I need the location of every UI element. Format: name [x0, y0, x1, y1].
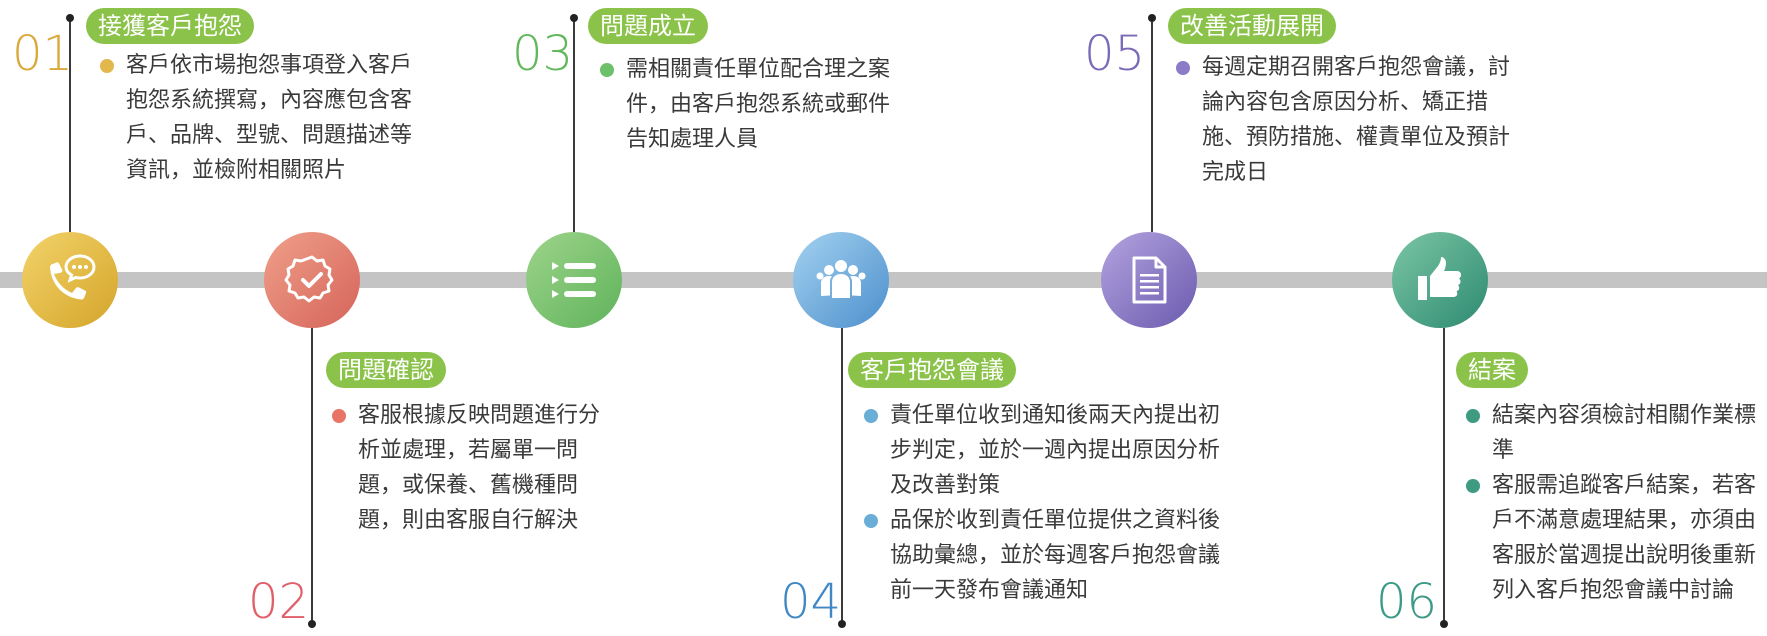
list-item: 結案內容須檢討相關作業標準: [1462, 398, 1764, 468]
group-icon: [816, 260, 866, 298]
bullet-icon: [100, 59, 114, 73]
connector-dot-1: [66, 14, 74, 22]
step-number-5: 05: [1084, 26, 1146, 82]
step-number-2: 02: [248, 574, 310, 630]
connector-line-1: [69, 18, 71, 232]
step-number-4: 04: [780, 574, 842, 630]
step-title-4: 客戶抱怨會議: [848, 352, 1016, 388]
step-number-3: 03: [512, 26, 574, 82]
connector-dot-6: [1440, 620, 1448, 628]
list-item: 需相關責任單位配合理之案件，由客戶抱怨系統或郵件告知處理人員: [596, 52, 896, 157]
step-text-4: 責任單位收到通知後兩天內提出初步判定，並於一週內提出原因分析及改善對策 品保於收…: [860, 398, 1220, 608]
check-badge-icon: [284, 255, 334, 303]
connector-dot-3: [570, 14, 578, 22]
connector-line-6: [1443, 328, 1445, 624]
list-item: 責任單位收到通知後兩天內提出初步判定，並於一週內提出原因分析及改善對策: [860, 398, 1220, 503]
step-circle-2: [264, 232, 360, 328]
step-text-1: 客戶依市場抱怨事項登入客戶抱怨系統撰寫，內容應包含客戶、品牌、型號、問題描述等資…: [96, 48, 416, 188]
step-circle-5: [1101, 232, 1197, 328]
connector-dot-5: [1148, 14, 1156, 22]
connector-line-4: [841, 328, 843, 624]
list-item: 客戶依市場抱怨事項登入客戶抱怨系統撰寫，內容應包含客戶、品牌、型號、問題描述等資…: [96, 48, 416, 188]
list-item: 品保於收到責任單位提供之資料後協助彙總，並於每週客戶抱怨會議前一天發布會議通知: [860, 503, 1220, 608]
bullet-icon: [1466, 479, 1480, 493]
connector-line-5: [1151, 18, 1153, 232]
step-circle-1: [22, 232, 118, 328]
connector-line-2: [311, 328, 313, 624]
phone-chat-icon: [50, 254, 96, 300]
thumbs-up-icon: [1418, 257, 1461, 300]
step-circle-4: [793, 232, 889, 328]
step-text-2: 客服根據反映問題進行分析並處理，若屬單一問題，或保養、舊機種問題，則由客服自行解…: [328, 398, 618, 538]
bullet-icon: [600, 63, 614, 77]
bullet-icon: [864, 409, 878, 423]
step-text-3: 需相關責任單位配合理之案件，由客戶抱怨系統或郵件告知處理人員: [596, 52, 896, 157]
step-text-6: 結案內容須檢討相關作業標準 客服需追蹤客戶結案，若客戶不滿意處理結果，亦須由客服…: [1462, 398, 1764, 608]
document-icon: [1132, 256, 1167, 304]
list-icon: [552, 262, 596, 298]
step-text-5: 每週定期召開客戶抱怨會議，討論內容包含原因分析、矯正措施、預防措施、權責單位及預…: [1172, 50, 1517, 190]
step-circle-3: [526, 232, 622, 328]
bullet-icon: [864, 514, 878, 528]
bullet-icon: [332, 409, 346, 423]
list-item: 每週定期召開客戶抱怨會議，討論內容包含原因分析、矯正措施、預防措施、權責單位及預…: [1172, 50, 1517, 190]
list-item: 客服根據反映問題進行分析並處理，若屬單一問題，或保養、舊機種問題，則由客服自行解…: [328, 398, 618, 538]
step-circle-6: [1392, 232, 1488, 328]
connector-dot-4: [838, 620, 846, 628]
step-title-5: 改善活動展開: [1168, 8, 1336, 44]
bullet-icon: [1176, 61, 1190, 75]
step-number-1: 01: [12, 26, 74, 82]
bullet-icon: [1466, 409, 1480, 423]
step-title-6: 結案: [1456, 352, 1528, 388]
step-title-2: 問題確認: [326, 352, 446, 388]
step-title-1: 接獲客戶抱怨: [86, 8, 254, 44]
list-item: 客服需追蹤客戶結案，若客戶不滿意處理結果，亦須由客服於當週提出說明後重新列入客戶…: [1462, 468, 1764, 608]
step-number-6: 06: [1376, 574, 1438, 630]
connector-dot-2: [308, 620, 316, 628]
step-title-3: 問題成立: [588, 8, 708, 44]
connector-line-3: [573, 18, 575, 232]
